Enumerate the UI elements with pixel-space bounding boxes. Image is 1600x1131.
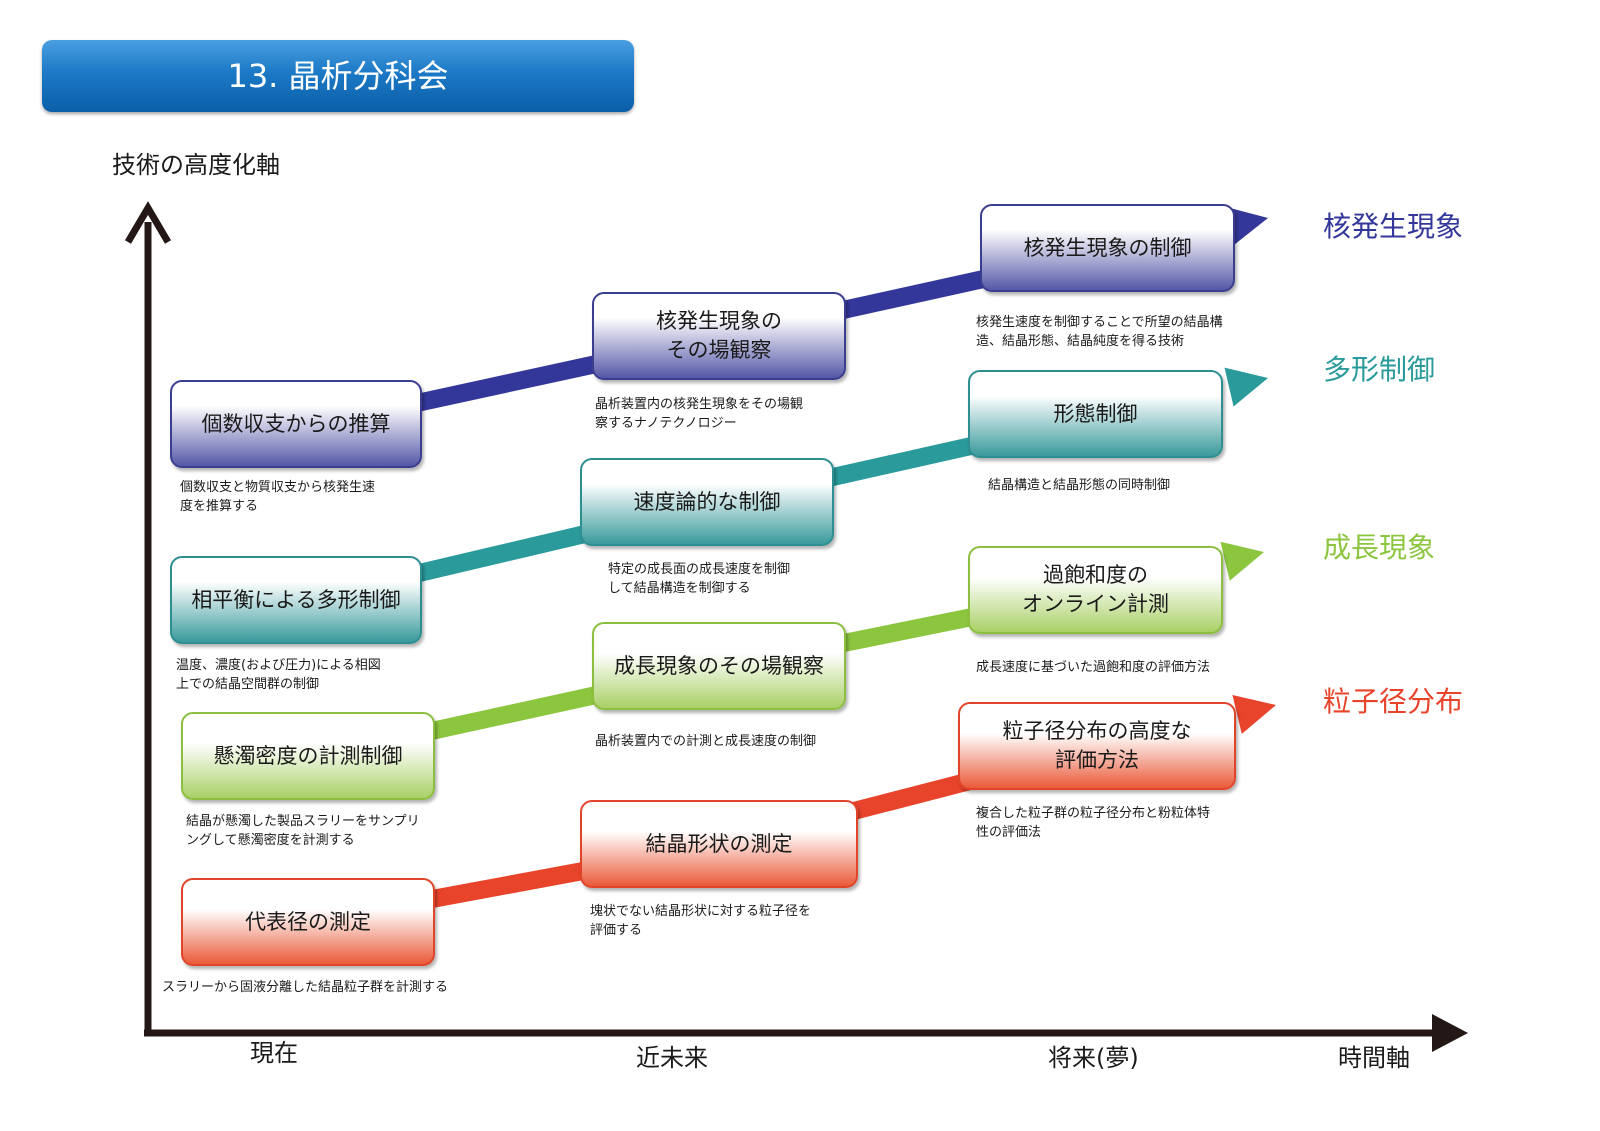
description-line: 度を推算する bbox=[180, 499, 259, 514]
particle-stage-1-description: スラリーから固液分離した結晶粒子群を計測する bbox=[162, 978, 448, 997]
description-line: 個数収支と物質収支から核発生速 bbox=[180, 480, 376, 495]
stage-title-line: 過飽和度の bbox=[1043, 563, 1148, 587]
growth-stage-2-box: 成長現象のその場観察 bbox=[592, 622, 846, 710]
description-line: 結晶構造と結晶形態の同時制御 bbox=[988, 478, 1171, 493]
x-axis-label: 時間軸 bbox=[1338, 1044, 1410, 1072]
particle-arrowhead bbox=[1232, 694, 1276, 734]
growth-arrowhead bbox=[1220, 541, 1264, 581]
description-line: 晶析装置内での計測と成長速度の制御 bbox=[595, 734, 817, 749]
growth-stage-1-box: 懸濁密度の計測制御 bbox=[181, 712, 435, 800]
nucleation-arrowhead bbox=[1224, 206, 1268, 246]
stage-title-line: 核発生現象の制御 bbox=[1023, 235, 1192, 260]
polymorph-series-label: 多形制御 bbox=[1323, 353, 1436, 386]
description-line: 特定の成長面の成長速度を制御 bbox=[608, 562, 791, 577]
title-banner: 13. 晶析分科会 bbox=[42, 40, 634, 112]
description-line: 察するナノテクノロジー bbox=[595, 416, 737, 431]
particle-stage-1-box: 代表径の測定 bbox=[181, 878, 435, 966]
description-line: 温度、濃度(および圧力)による相図 bbox=[176, 658, 381, 673]
particle-stage-3-description: 複合した粒子群の粒子径分布と粉粒体特性の評価法 bbox=[976, 804, 1210, 842]
growth-stage-2-description: 晶析装置内での計測と成長速度の制御 bbox=[595, 732, 816, 751]
stage-title-line: その場観察 bbox=[666, 338, 772, 362]
nucleation-stage-1-box: 個数収支からの推算 bbox=[170, 380, 422, 468]
description-line: 性の評価法 bbox=[976, 825, 1042, 840]
stage-title-line: オンライン計測 bbox=[1022, 592, 1169, 616]
stage-title-line: 成長現象のその場観察 bbox=[614, 653, 824, 678]
description-line: 上での結晶空間群の制御 bbox=[176, 677, 320, 692]
polymorph-stage-1-description: 温度、濃度(および圧力)による相図上での結晶空間群の制御 bbox=[176, 656, 381, 694]
polymorph-stage-1-box: 相平衡による多形制御 bbox=[170, 556, 422, 644]
description-line: 成長速度に基づいた過飽和度の評価方法 bbox=[976, 660, 1211, 675]
x-tick-future-dream: 将来(夢) bbox=[1048, 1044, 1139, 1072]
nucleation-stage-2-box: 核発生現象のその場観察 bbox=[592, 292, 846, 380]
x-tick-near-future: 近未来 bbox=[636, 1044, 708, 1072]
stage-title-line: 個数収支からの推算 bbox=[201, 411, 391, 436]
stage-title-line: 粒子径分布の高度な bbox=[1002, 719, 1192, 743]
nucleation-series-label: 核発生現象 bbox=[1323, 210, 1464, 243]
stage-title-line: 核発生現象の bbox=[656, 309, 782, 333]
stage-title-line: 形態制御 bbox=[1053, 401, 1138, 426]
x-axis-arrowhead bbox=[1432, 1014, 1468, 1052]
particle-stage-2-description: 塊状でない結晶形状に対する粒子径を評価する bbox=[590, 902, 811, 940]
polymorph-stage-3-box: 形態制御 bbox=[968, 370, 1223, 458]
nucleation-stage-2-description: 晶析装置内の核発生現象をその場観察するナノテクノロジー bbox=[595, 395, 803, 433]
description-line: スラリーから固液分離した結晶粒子群を計測する bbox=[162, 980, 449, 995]
particle-series-label: 粒子径分布 bbox=[1323, 685, 1464, 718]
stage-title-line: 相平衡による多形制御 bbox=[191, 587, 401, 612]
description-line: して結晶構造を制御する bbox=[608, 581, 751, 596]
description-line: ングして懸濁密度を計測する bbox=[186, 833, 355, 848]
growth-stage-3-description: 成長速度に基づいた過飽和度の評価方法 bbox=[976, 658, 1210, 677]
nucleation-stage-3-description: 核発生速度を制御することで所望の結晶構造、結晶形態、結晶純度を得る技術 bbox=[976, 313, 1223, 351]
y-axis-label: 技術の高度化軸 bbox=[112, 151, 280, 179]
description-line: 造、結晶形態、結晶純度を得る技術 bbox=[976, 334, 1185, 349]
stage-title-line: 評価方法 bbox=[1055, 748, 1139, 772]
polymorph-stage-2-description: 特定の成長面の成長速度を制御して結晶構造を制御する bbox=[608, 560, 790, 598]
y-axis-arrowhead bbox=[124, 201, 172, 244]
description-line: 評価する bbox=[590, 923, 643, 938]
description-line: 複合した粒子群の粒子径分布と粉粒体特 bbox=[976, 806, 1211, 821]
nucleation-stage-1-description: 個数収支と物質収支から核発生速度を推算する bbox=[180, 478, 375, 516]
page-title: 13. 晶析分科会 bbox=[227, 57, 449, 95]
nucleation-stage-3-box: 核発生現象の制御 bbox=[980, 204, 1235, 292]
growth-stage-3-box: 過飽和度のオンライン計測 bbox=[968, 546, 1223, 634]
description-line: 塊状でない結晶形状に対する粒子径を bbox=[590, 904, 812, 919]
polymorph-stage-2-box: 速度論的な制御 bbox=[580, 458, 834, 546]
x-tick-present: 現在 bbox=[250, 1039, 298, 1067]
particle-stage-2-box: 結晶形状の測定 bbox=[580, 800, 858, 888]
stage-title-line: 懸濁密度の計測制御 bbox=[213, 743, 403, 768]
description-line: 核発生速度を制御することで所望の結晶構 bbox=[976, 315, 1223, 330]
polymorph-arrowhead bbox=[1224, 367, 1268, 407]
polymorph-stage-3-description: 結晶構造と結晶形態の同時制御 bbox=[988, 476, 1170, 495]
description-line: 晶析装置内の核発生現象をその場観 bbox=[595, 397, 804, 412]
stage-title-line: 速度論的な制御 bbox=[633, 489, 781, 514]
description-line: 結晶が懸濁した製品スラリーをサンプリ bbox=[186, 814, 420, 829]
growth-series-label: 成長現象 bbox=[1323, 531, 1436, 564]
stage-title-line: 代表径の測定 bbox=[245, 909, 371, 934]
particle-stage-3-box: 粒子径分布の高度な評価方法 bbox=[958, 702, 1236, 790]
stage-title-line: 結晶形状の測定 bbox=[645, 831, 793, 856]
growth-stage-1-description: 結晶が懸濁した製品スラリーをサンプリングして懸濁密度を計測する bbox=[186, 812, 420, 850]
